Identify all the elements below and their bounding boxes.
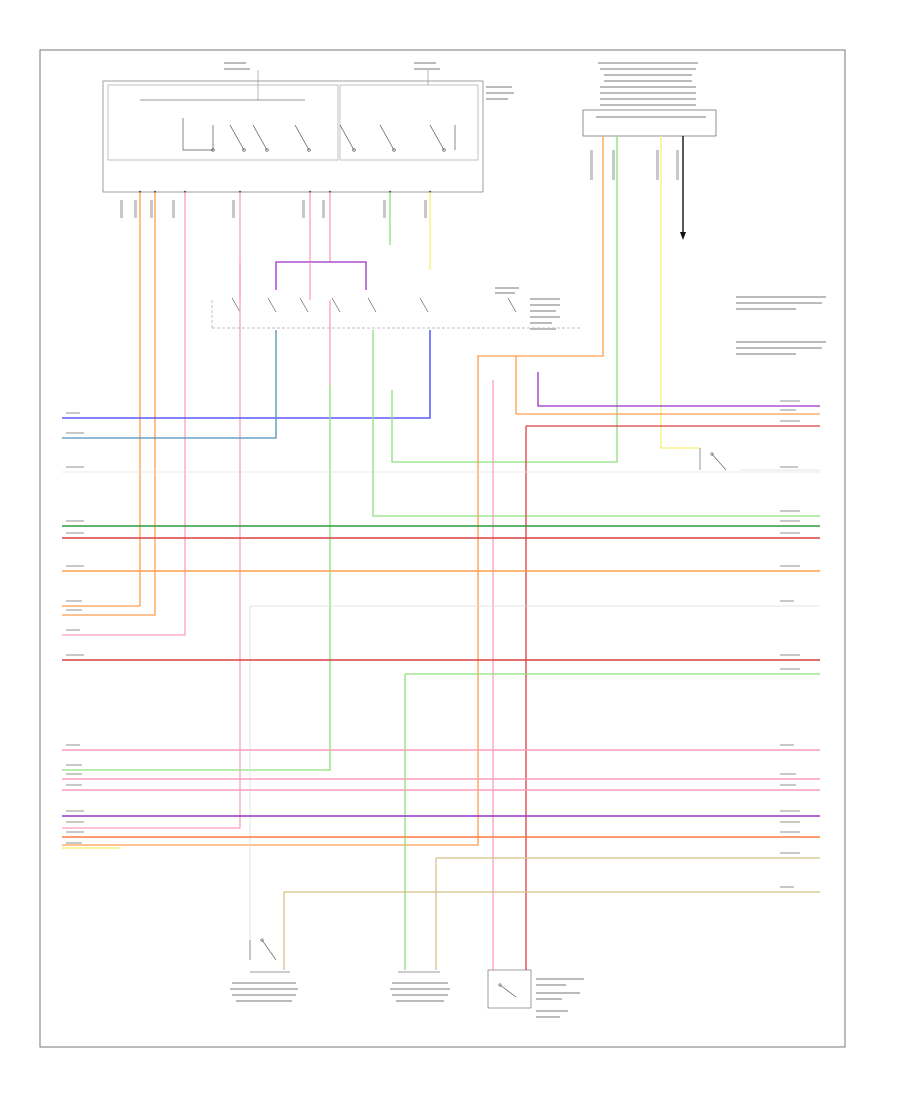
- vertical-wires: [62, 136, 820, 970]
- wire-tan-bottom: [283, 891, 820, 970]
- wire-yellow-mod: [660, 136, 700, 449]
- module-box: [582, 109, 717, 137]
- wire-violet-loop: [275, 261, 367, 290]
- top-relay-block: [102, 62, 514, 194]
- mid-connector-row: [211, 287, 580, 330]
- wire-lightgreen-r2: [391, 136, 618, 463]
- wire-orange-v2: [62, 192, 156, 616]
- wire-lightgreen-down: [404, 673, 820, 970]
- wire-orange-mod: [62, 136, 604, 846]
- wire-orange-conn: [515, 356, 820, 415]
- wire-blue-v: [62, 330, 431, 419]
- wire-tan-down: [435, 857, 820, 970]
- bottom-component-2: [390, 971, 450, 1002]
- bottom-component-1: [230, 938, 298, 1002]
- relay-inner-right: [339, 84, 479, 161]
- bottom-component-3: [487, 969, 584, 1018]
- note-1: [736, 296, 826, 310]
- note-2: [736, 341, 826, 355]
- wire-lightgreen-mid: [62, 385, 331, 771]
- top-right-module: [582, 62, 717, 240]
- wire-tags: [66, 150, 800, 888]
- switch-contacts: [182, 118, 456, 152]
- wire-orange-v1: [62, 192, 141, 607]
- relay-inner-left: [107, 84, 339, 161]
- wire-gray-down: [249, 605, 820, 960]
- horizontal-wires: [62, 471, 820, 849]
- page-border: [39, 49, 846, 1048]
- relay-block-outline: [102, 80, 484, 193]
- notes: [736, 296, 826, 355]
- wire-bluegreen-v: [62, 330, 277, 439]
- right-switch: [699, 448, 820, 471]
- wire-pink-v4: [62, 192, 241, 829]
- wire-pink-v3: [62, 192, 186, 636]
- wire-violet-conn: [537, 372, 820, 407]
- wire-lightgreen-r: [372, 330, 820, 517]
